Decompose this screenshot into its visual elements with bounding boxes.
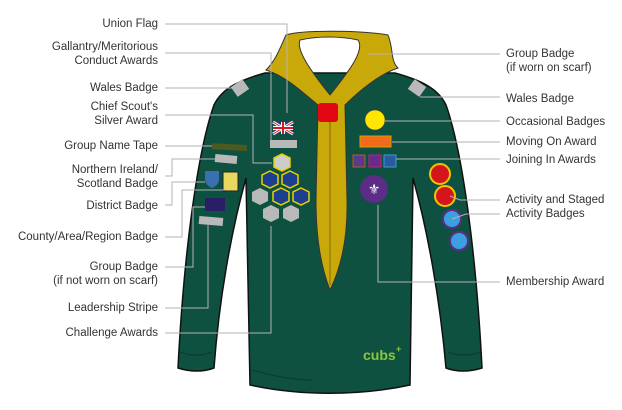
label-occasional-badges: Occasional Badges — [506, 116, 606, 128]
woggle — [318, 103, 338, 122]
label-ni-scotland-badge: Northern Ireland/Scotland Badge — [71, 164, 158, 190]
label-group-name-tape: Group Name Tape — [64, 140, 158, 152]
label-union-flag: Union Flag — [102, 18, 158, 30]
leader-lines — [165, 23, 500, 334]
label-wales-badge-right: Wales Badge — [506, 93, 574, 105]
label-moving-on-award: Moving On Award — [506, 136, 597, 148]
label-district-badge: District Badge — [86, 200, 158, 212]
label-joining-in-awards: Joining In Awards — [506, 154, 596, 166]
label-wales-badge-left: Wales Badge — [90, 82, 158, 94]
svg-text:+: + — [396, 344, 401, 354]
label-membership-award: Membership Award — [506, 276, 605, 288]
badges: ⚜ cubs + — [198, 79, 469, 363]
cubs-logo: cubs — [363, 347, 396, 363]
label-challenge-awards: Challenge Awards — [65, 327, 159, 339]
svg-text:⚜: ⚜ — [368, 182, 381, 198]
label-county-badge: County/Area/Region Badge — [17, 231, 158, 243]
label-group-badge-right: Group Badge(if worn on scarf) — [506, 48, 592, 74]
label-group-badge-left: Group Badge(if not worn on scarf) — [53, 261, 158, 287]
union-flag-icon — [272, 120, 294, 136]
scarf — [265, 30, 399, 292]
label-leadership-stripe: Leadership Stripe — [67, 302, 158, 314]
